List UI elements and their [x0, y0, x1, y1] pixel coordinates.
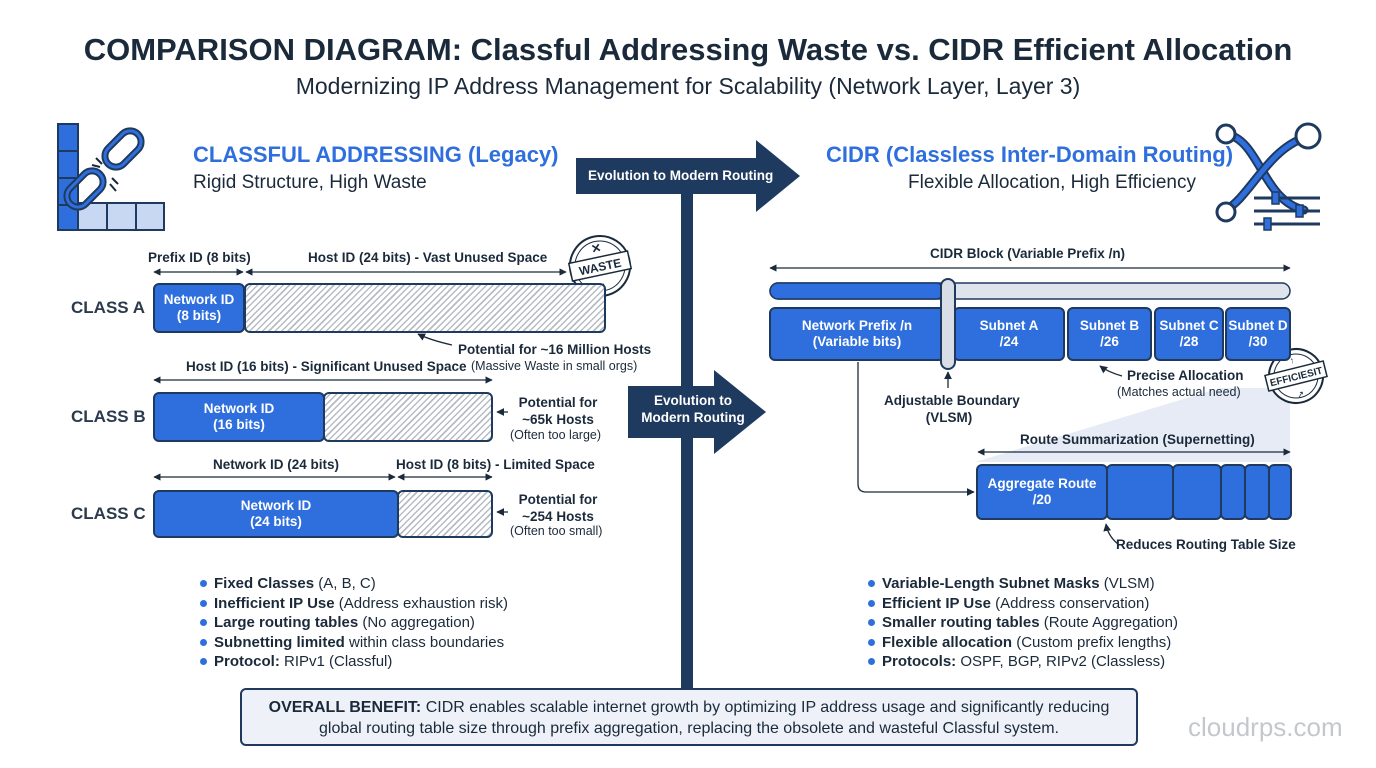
class-b-host-label: Host ID (16 bits) - Significant Unused S…	[186, 359, 467, 374]
aggregate-segment	[1268, 464, 1292, 520]
subnet-c-box: Subnet C/28	[1154, 307, 1224, 361]
adjustable-boundary-label: Adjustable Boundary(VLSM)	[884, 393, 1020, 425]
classful-heading: CLASSFUL ADDRESSING (Legacy)	[193, 142, 559, 167]
cidr-subheading: Flexible Allocation, High Efficiency	[908, 172, 1196, 193]
class-b-potential-note: (Often too large)	[510, 428, 602, 442]
banner-bold: OVERALL BENEFIT:	[268, 699, 422, 716]
class-c-network-box: Network ID(24 bits)	[153, 490, 399, 538]
class-a-prefix-label: Prefix ID (8 bits)	[148, 250, 251, 265]
class-b-network-box: Network ID(16 bits)	[153, 392, 325, 442]
aggregate-segment	[1106, 464, 1174, 520]
overall-benefit-banner: OVERALL BENEFIT: CIDR enables scalable i…	[240, 688, 1138, 746]
adjustable-boundary-handle[interactable]	[940, 278, 956, 370]
class-b-potential: Potential for~65k Hosts	[518, 395, 598, 427]
aggregate-segment	[1244, 464, 1270, 520]
aggregate-segment	[1220, 464, 1246, 520]
list-item: Inefficient IP Use (Address exhaustion r…	[200, 594, 508, 614]
cidr-block-label: CIDR Block (Variable Prefix /n)	[930, 246, 1126, 261]
precise-pointer	[1099, 365, 1123, 377]
class-c-label: CLASS C	[71, 504, 146, 523]
evolution-top-label: Evolution to Modern Routing	[588, 168, 774, 183]
aggregate-route-box: Aggregate Route/20	[976, 464, 1108, 520]
precise-allocation-label: Precise Allocation	[1127, 368, 1244, 383]
class-a-network-box: Network ID(8 bits)	[153, 283, 245, 333]
class-a-host-space	[244, 283, 606, 333]
svg-text:✕: ✕	[590, 241, 603, 257]
page-title: COMPARISON DIAGRAM: Classful Addressing …	[83, 32, 1293, 67]
evolution-divider	[576, 140, 800, 688]
svg-text:↑: ↑	[1289, 355, 1296, 366]
class-a-host-label: Host ID (24 bits) - Vast Unused Space	[308, 250, 548, 265]
list-item: Large routing tables (No aggregation)	[200, 613, 508, 633]
cidr-slider-fill	[769, 282, 945, 300]
evolution-mid-arrow	[628, 370, 766, 454]
class-c-network-label: Network ID (24 bits)	[213, 457, 340, 472]
list-item: Efficient IP Use (Address conservation)	[868, 594, 1178, 614]
route-summarization-label: Route Summarization (Supernetting)	[1020, 432, 1255, 447]
reduces-routing-label: Reduces Routing Table Size	[1116, 537, 1296, 552]
list-item: Protocol: RIPv1 (Classful)	[200, 652, 508, 672]
efficient-stamp: EFFICIESIT ↑ ↗	[1264, 348, 1328, 404]
list-item: Smaller routing tables (Route Aggregatio…	[868, 613, 1178, 633]
cidr-prefix-box: Network Prefix /n(Variable bits)	[769, 307, 945, 361]
class-c-host-space	[397, 490, 493, 538]
list-item: Fixed Classes (A, B, C)	[200, 574, 508, 594]
class-c-potential: Potential for~254 Hosts	[518, 492, 598, 524]
subnet-a-box: Subnet A/24	[953, 307, 1065, 361]
aggregate-segment	[1172, 464, 1222, 520]
routing-sliders-icon	[1215, 122, 1322, 231]
banner-line-1: CIDR enables scalable internet growth by…	[421, 699, 1110, 716]
subnet-d-box: Subnet D/30	[1225, 307, 1291, 361]
class-c-potential-note: (Often too small)	[510, 524, 603, 538]
banner-line-2: global routing table size through prefix…	[319, 720, 1059, 737]
list-item: Subnetting limited within class boundari…	[200, 633, 508, 653]
page-subtitle: Modernizing IP Address Management for Sc…	[295, 73, 1081, 99]
list-item: Variable-Length Subnet Masks (VLSM)	[868, 574, 1178, 594]
class-c-host-label: Host ID (8 bits) - Limited Space	[396, 457, 595, 472]
class-a-potential-note: (Massive Waste in small orgs)	[471, 359, 638, 373]
evolution-top-arrow	[576, 140, 800, 212]
classful-subheading: Rigid Structure, High Waste	[193, 172, 427, 193]
classful-bullet-list: Fixed Classes (A, B, C) Inefficient IP U…	[200, 574, 508, 672]
watermark: cloudrps.com	[1188, 712, 1343, 742]
class-b-label: CLASS B	[71, 407, 146, 426]
list-item: Protocols: OSPF, BGP, RIPv2 (Classless)	[868, 652, 1178, 672]
broken-chain-icon	[57, 123, 165, 231]
precise-allocation-note: (Matches actual need)	[1117, 385, 1241, 399]
cidr-bullet-list: Variable-Length Subnet Masks (VLSM) Effi…	[868, 574, 1178, 672]
summarization-funnel	[975, 388, 1290, 462]
cidr-heading: CIDR (Classless Inter-Domain Routing)	[826, 142, 1234, 167]
svg-text:↗: ↗	[1296, 389, 1306, 401]
class-a-potential-pointer	[417, 333, 453, 346]
prefix-to-aggregate-connector	[857, 362, 975, 496]
class-b-host-space	[323, 392, 493, 442]
class-a-potential: Potential for ~16 Million Hosts	[458, 342, 652, 357]
reduces-pointer	[1103, 523, 1119, 545]
subnet-b-box: Subnet B/26	[1067, 307, 1152, 361]
list-item: Flexible allocation (Custom prefix lengt…	[868, 633, 1178, 653]
class-a-label: CLASS A	[71, 298, 145, 317]
